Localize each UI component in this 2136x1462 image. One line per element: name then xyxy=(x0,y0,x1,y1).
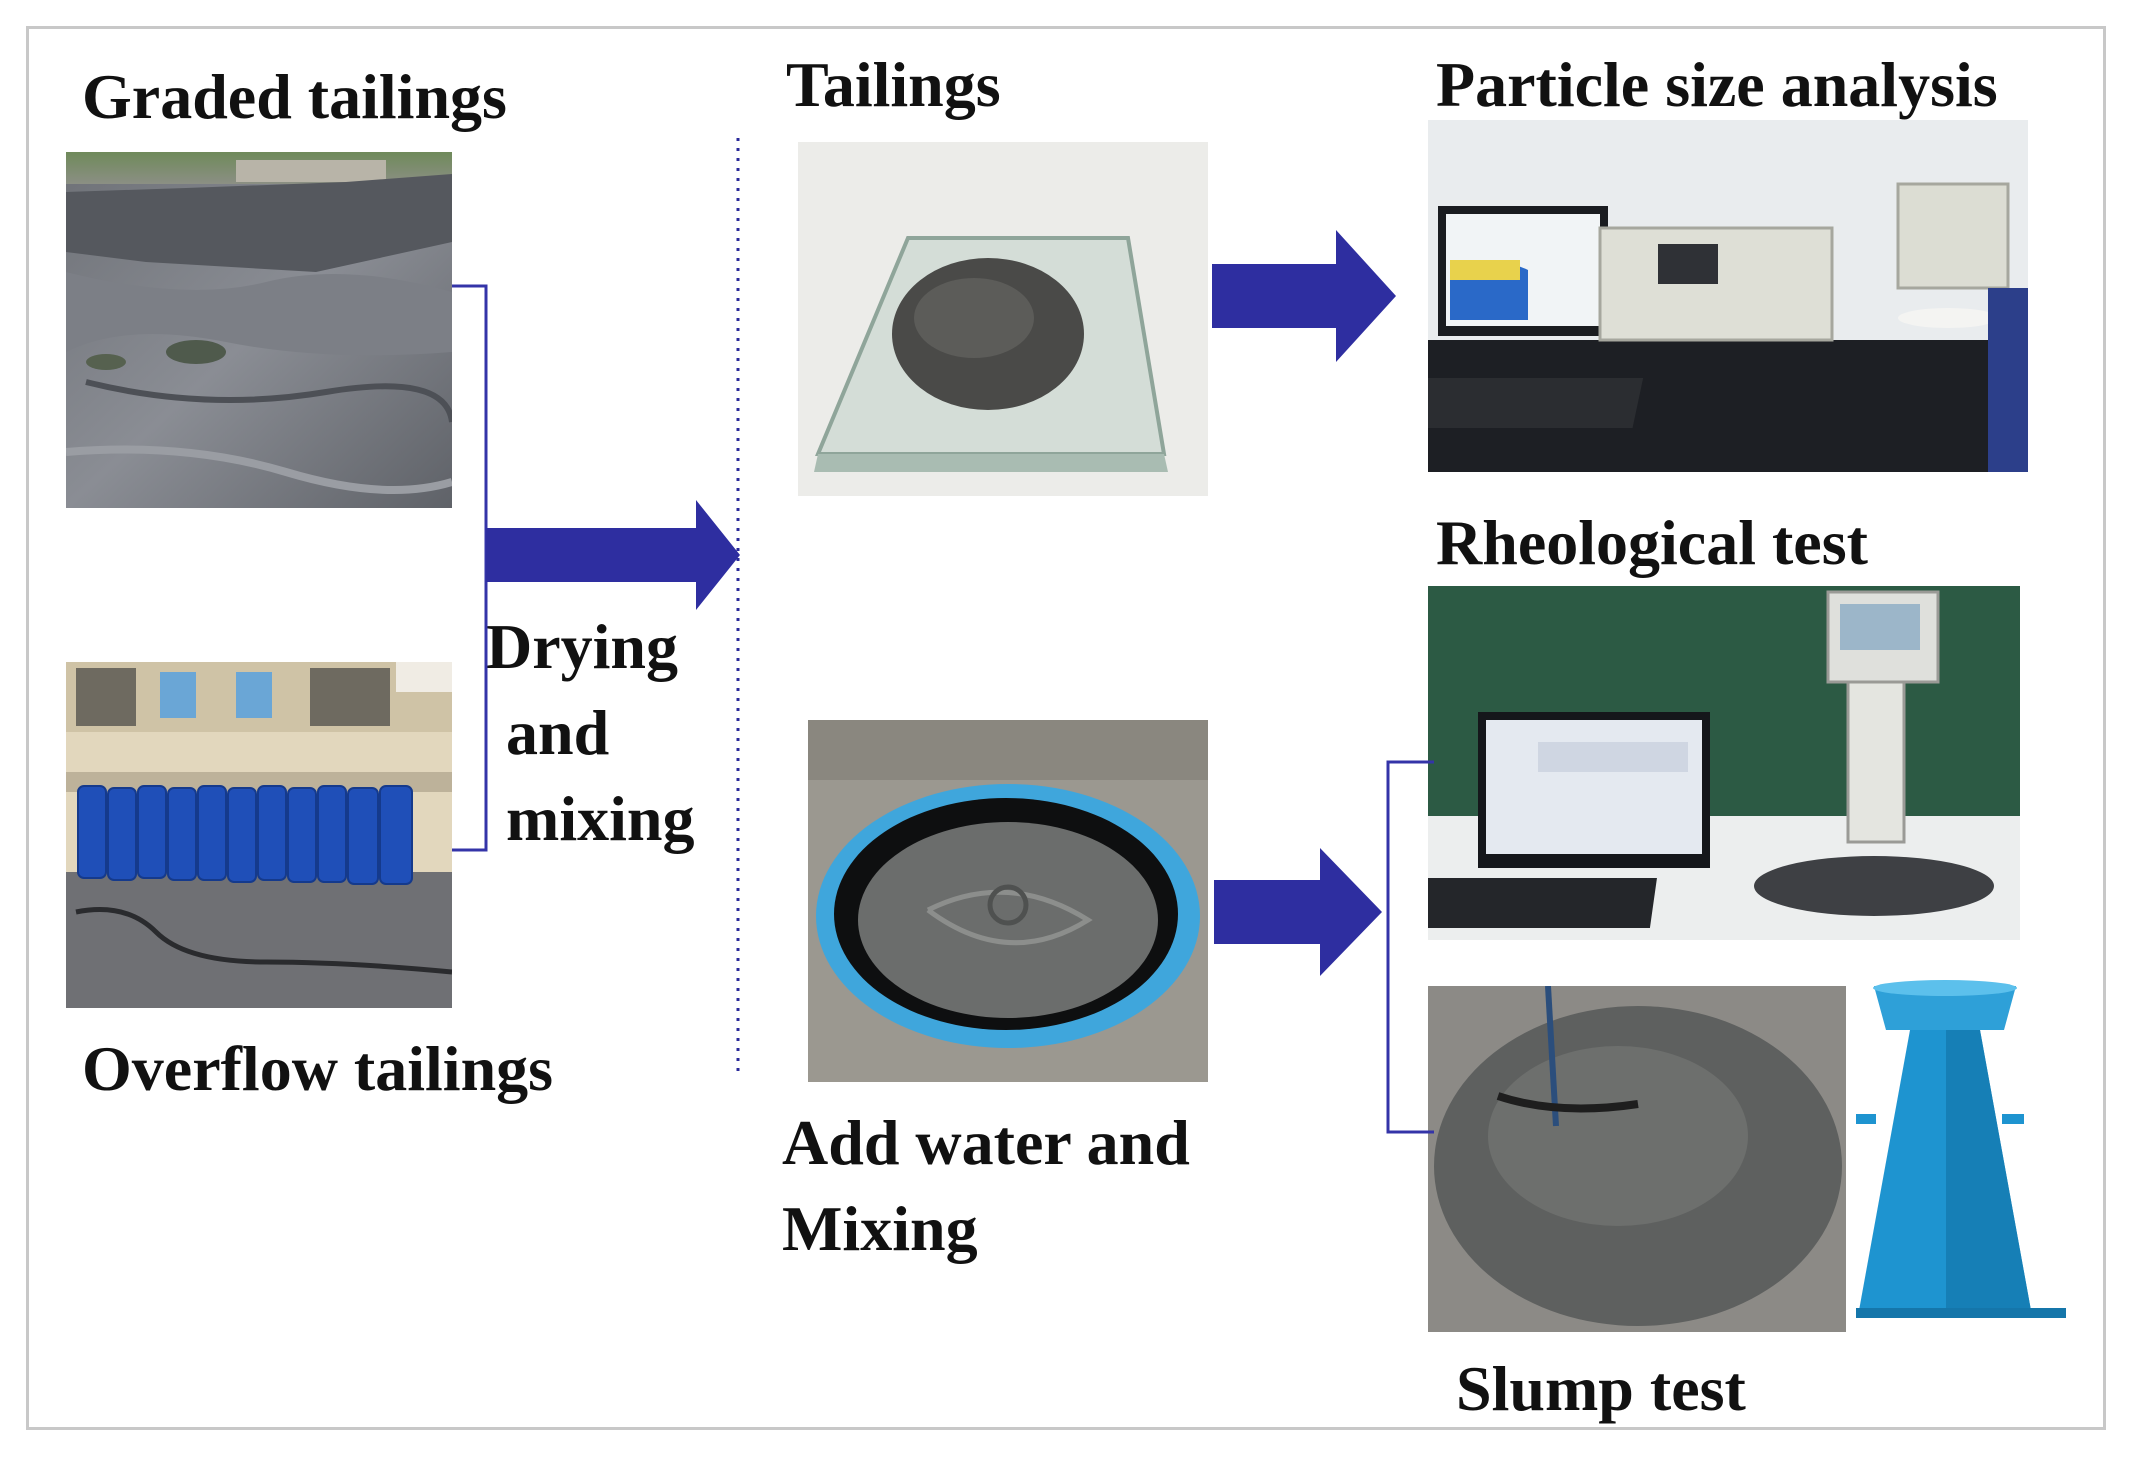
drying-label-line2: and xyxy=(506,697,610,768)
drying-arrow xyxy=(486,500,740,610)
particle-size-analysis-label: Particle size analysis xyxy=(1436,49,1998,120)
particle-size-analyzer-photo xyxy=(1428,120,2028,472)
drying-label-line1: Drying xyxy=(486,611,678,682)
mixing-to-tests-arrow xyxy=(1214,848,1382,976)
slump-cone-photo xyxy=(1856,976,2082,1344)
add-water-label-line1: Add water and xyxy=(782,1107,1190,1178)
tailings-label: Tailings xyxy=(786,49,1001,120)
drying-label-line3: mixing xyxy=(506,783,695,854)
tailings-sample-photo xyxy=(798,142,1208,496)
add-water-label-line2: Mixing xyxy=(782,1193,978,1264)
rheometer-photo xyxy=(1428,586,2020,940)
overflow-tailings-label: Overflow tailings xyxy=(82,1033,554,1104)
graded-tailings-label: Graded tailings xyxy=(82,61,507,132)
slump-test-label: Slump test xyxy=(1456,1353,1746,1424)
overflow-tailings-photo xyxy=(66,662,452,1008)
tailings-to-particle-arrow xyxy=(1212,230,1396,362)
slump-test-photo xyxy=(1428,986,1846,1332)
right-bracket xyxy=(1386,760,1434,1134)
rheological-test-label: Rheological test xyxy=(1436,507,1868,578)
left-bracket xyxy=(452,284,488,852)
mixing-bucket-photo xyxy=(808,720,1208,1082)
graded-tailings-photo xyxy=(66,152,452,508)
